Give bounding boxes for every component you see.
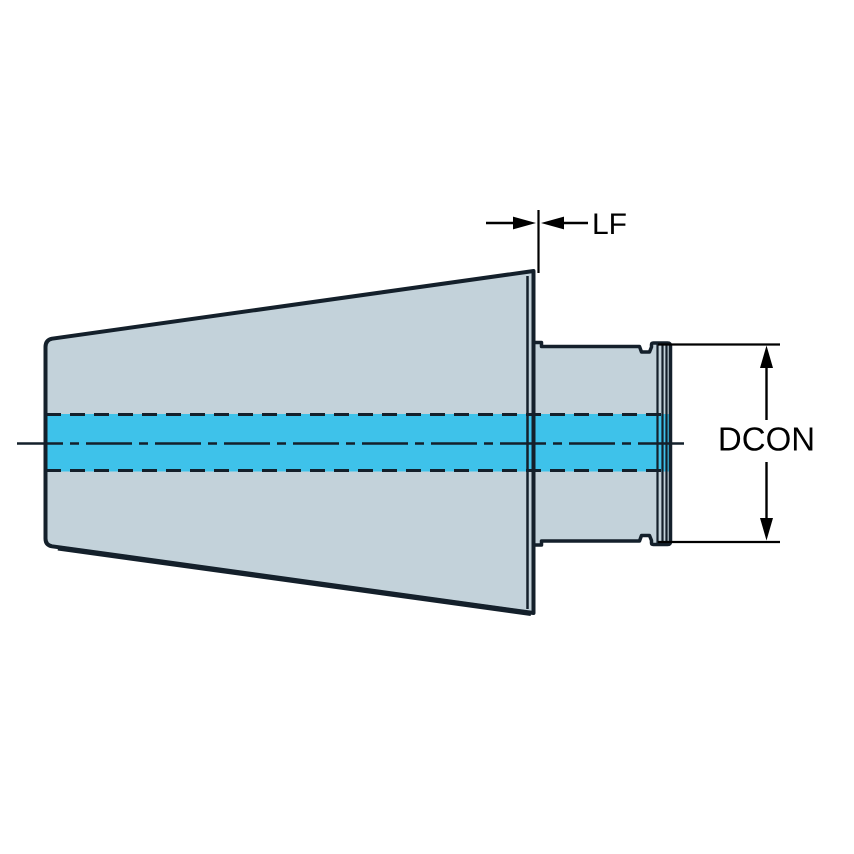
dcon-dimension [658,343,780,544]
dimension-arrowheads [513,216,773,541]
dcon-arrow-down-icon [760,518,773,541]
dimensions: LF DCON [486,208,815,544]
coolant-band [45,414,670,472]
cone-body-outline [43,269,536,615]
cone-bottom-edge-shadow [57,545,532,616]
lf-dimension [486,210,588,273]
dcon-label: DCON [718,421,815,458]
lf-arrow-left-icon [513,216,536,230]
coolant-dashed-lines [46,413,668,472]
lf-arrow-right-icon [541,216,564,230]
dcon-arrow-up-icon [760,345,773,368]
lf-label: LF [592,208,627,241]
